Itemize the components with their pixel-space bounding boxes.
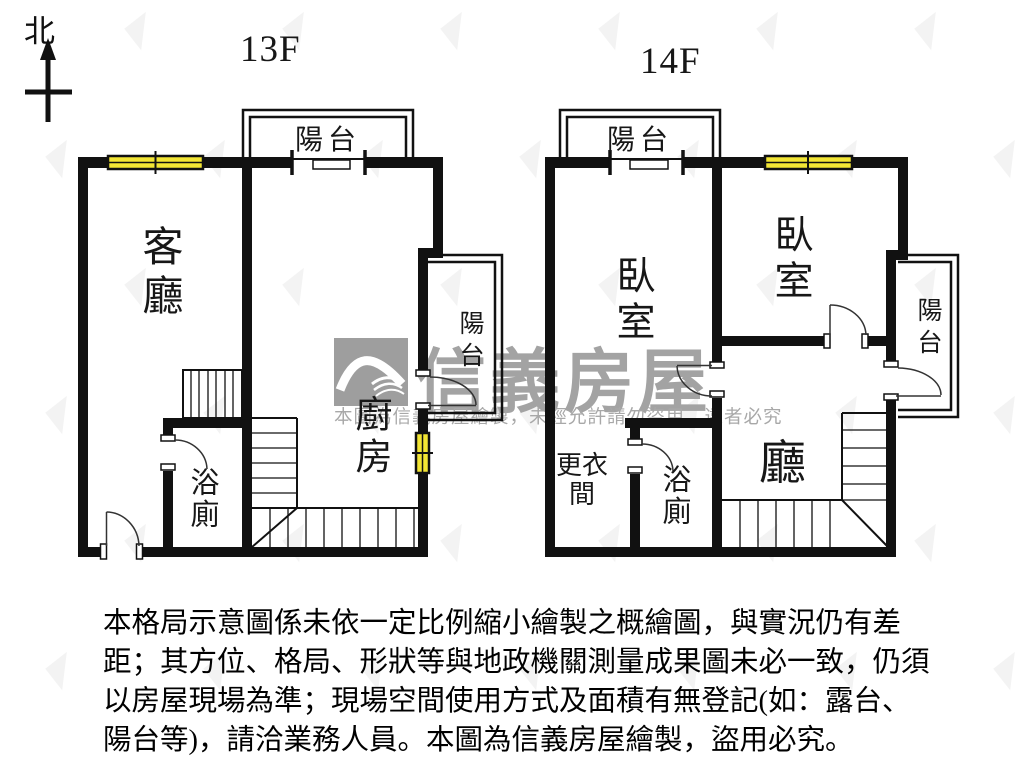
watermark-brand-text: 信義房屋 (416, 345, 712, 422)
north-label: 北 (24, 14, 55, 49)
disclaimer-text: 本格局示意圖係未依一定比例縮小繪製之概繪圖，與實況仍有差 距；其方位、格局、形狀… (103, 608, 930, 756)
floor14-hall-label: 廳 (759, 438, 806, 490)
bathroom-door-arc (641, 443, 674, 472)
floor13-balcony-slider (290, 150, 367, 175)
floor14-balconies (558, 108, 960, 419)
floor13-balconies (241, 108, 504, 422)
floor14-balcony-top-label: 陽台 (606, 125, 673, 156)
bedroom-left-door-arc (676, 365, 713, 397)
floor13-title: 13F (240, 29, 301, 70)
entry-door-jamb (99, 543, 108, 560)
floor13-plan (78, 108, 504, 560)
sinyi-logo-icon (334, 338, 408, 406)
floor13-living-room-label: 客廳 (136, 225, 182, 323)
floor13-kitchen-label: 廚房 (349, 395, 390, 479)
floor14-bathroom-label: 浴廁 (658, 464, 690, 528)
floor14-plan (545, 108, 960, 557)
bathroom-door-arc (174, 439, 208, 470)
north-arrow-icon (25, 38, 72, 122)
floor14-doors (627, 304, 942, 474)
floor13-stairs (182, 369, 423, 548)
bedroom-right-door-arc (829, 304, 867, 336)
floor13-walls (78, 157, 443, 557)
floor13-doors (99, 369, 477, 560)
floor13-windows (106, 151, 433, 475)
floor13-balcony-top-label: 陽台 (294, 125, 361, 156)
floor14-walls (545, 157, 908, 557)
balcony-door-arc (897, 367, 942, 396)
stairs-diagonal (841, 499, 889, 548)
floor14-title: 14F (640, 41, 701, 82)
entry-door-arc (106, 511, 140, 547)
floor14-bedroom-right-label: 臥室 (769, 214, 812, 306)
floor14-balcony-right-label: 陽台 (914, 297, 941, 361)
floor14-closet-label: 更衣間 (555, 451, 608, 509)
floor13-balcony-right-label: 陽台 (456, 310, 483, 374)
floor14-balcony-slider (608, 150, 685, 175)
stairs-diagonal (251, 507, 298, 548)
floor14-bedroom-left-label: 臥室 (611, 255, 654, 347)
north-indicator: 北 (10, 4, 90, 139)
floor14-stairs (722, 412, 889, 548)
floor14-windows (763, 151, 854, 174)
floor13-bathroom-label: 浴廁 (186, 467, 218, 531)
balcony-door-arc (429, 376, 477, 406)
